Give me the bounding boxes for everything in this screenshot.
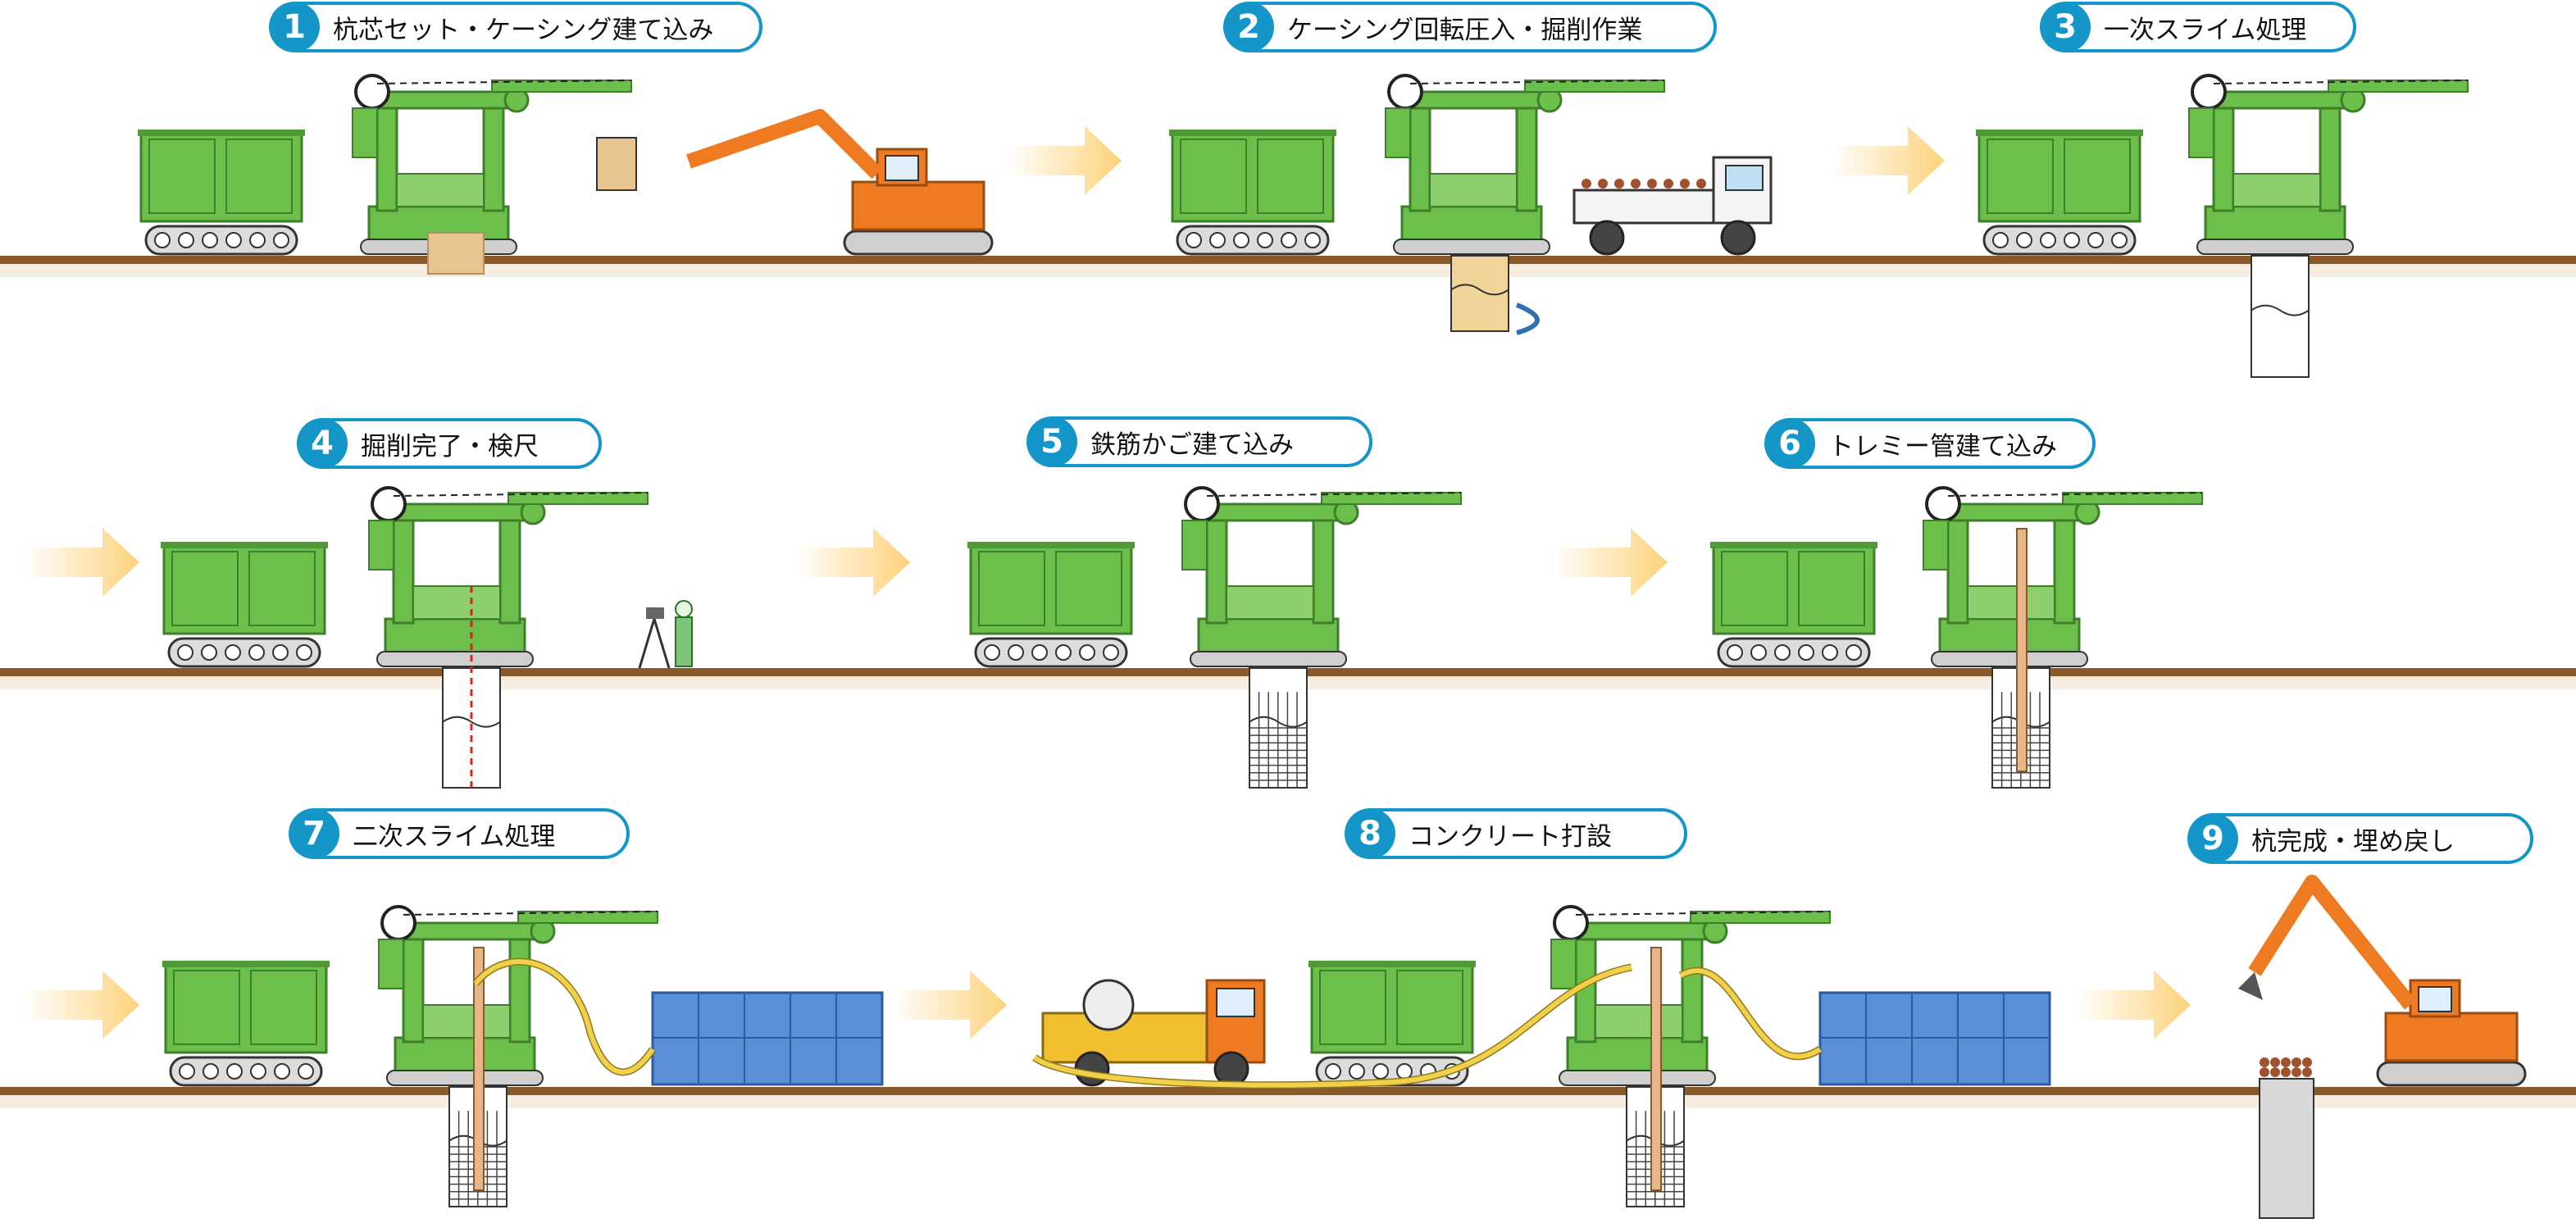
- casing-5: [1249, 667, 1308, 789]
- casing-rig-8: [1550, 905, 1831, 1086]
- excavator-9: [2238, 875, 2527, 1087]
- step-9-number: 9: [2187, 813, 2238, 864]
- backfill-soil: [2292, 1067, 2301, 1077]
- casing-rig-6: [1923, 486, 2203, 667]
- backfill-soil: [2302, 1057, 2312, 1067]
- surveyor: [638, 600, 693, 669]
- flow-arrow-1: [1007, 126, 1122, 195]
- flow-arrow-2: [1830, 126, 1945, 195]
- dump-truck: [1572, 156, 1773, 256]
- casing-8: [1626, 947, 1685, 1207]
- casing-4: [442, 586, 501, 789]
- casing-3: [2251, 255, 2310, 378]
- step-8-text: コンクリート打設: [1409, 821, 1612, 852]
- casing-rig-7: [378, 905, 658, 1086]
- step-4-text: 掘削完了・検尺: [361, 431, 539, 461]
- backfill-soil: [2260, 1067, 2269, 1077]
- casing-6: [1991, 528, 2050, 789]
- step-5-number: 5: [1026, 416, 1077, 467]
- power-unit-8: [1308, 961, 1476, 1087]
- backfill-soil: [2281, 1057, 2291, 1067]
- backfill-soil: [2270, 1057, 2280, 1067]
- slurry-hose-7: [472, 957, 656, 1076]
- power-unit-4: [161, 542, 328, 668]
- step-1-number: 1: [269, 2, 320, 52]
- step-3-label: 3 一次スライム処理: [2040, 2, 2356, 52]
- step-3-text: 一次スライム処理: [2104, 15, 2307, 45]
- flow-arrow-3: [25, 528, 139, 597]
- flow-arrow-5: [1553, 528, 1668, 597]
- step-2-label: 2 ケーシング回転圧入・掘削作業: [1223, 2, 1717, 52]
- power-unit-3: [1976, 130, 2143, 256]
- ground-line-row-1: [0, 256, 2576, 277]
- rotation-arrow-icon: [1515, 302, 1540, 335]
- step-6-label: 6 トレミー管建て込み: [1764, 418, 2096, 469]
- step-8-label: 8 コンクリート打設: [1345, 808, 1687, 859]
- ground-line-row-3: [0, 1087, 2576, 1108]
- completed-pile: [2259, 1078, 2314, 1219]
- power-unit-1: [138, 130, 305, 256]
- backfill-soil: [2292, 1057, 2301, 1067]
- flow-arrow-4: [795, 528, 910, 597]
- step-7-label: 7 二次スライム処理: [289, 808, 630, 859]
- flow-arrow-6: [25, 971, 139, 1039]
- casing-rig-2: [1385, 74, 1665, 255]
- casing-2: [1450, 255, 1509, 332]
- casing-segment-held: [596, 137, 637, 191]
- casing-rig-3: [2188, 74, 2469, 255]
- step-6-text: トレミー管建て込み: [1828, 431, 2057, 461]
- concrete-hose-8: [1032, 963, 1632, 1089]
- flow-arrow-8: [2076, 971, 2191, 1039]
- step-7-text: 二次スライム処理: [353, 821, 556, 852]
- backfill-soil: [2270, 1067, 2280, 1077]
- step-3-number: 3: [2040, 2, 2091, 52]
- step-1-label: 1 杭芯セット・ケーシング建て込み: [269, 2, 762, 52]
- step-7-number: 7: [289, 808, 339, 859]
- water-tank-1: [651, 991, 884, 1086]
- power-unit-7: [162, 961, 330, 1087]
- step-5-label: 5 鉄筋かご建て込み: [1026, 416, 1372, 467]
- flow-arrow-7: [892, 971, 1007, 1039]
- backfill-soil: [2281, 1067, 2291, 1077]
- step-4-number: 4: [297, 418, 348, 469]
- concrete-pump-truck: [1041, 979, 1266, 1087]
- step-8-number: 8: [1345, 808, 1395, 859]
- excavator-1: [686, 109, 994, 256]
- backfill-soil: [2302, 1067, 2312, 1077]
- casing-7: [448, 947, 507, 1207]
- step-2-number: 2: [1223, 2, 1274, 52]
- casing-rig-1: [352, 74, 632, 255]
- casing-insert-1: [427, 232, 485, 275]
- slurry-hose-8: [1678, 966, 1823, 1061]
- step-1-text: 杭芯セット・ケーシング建て込み: [333, 15, 714, 45]
- step-9-text: 杭完成・埋め戻し: [2251, 826, 2455, 857]
- step-2-text: ケーシング回転圧入・掘削作業: [1287, 15, 1643, 45]
- step-9-label: 9 杭完成・埋め戻し: [2187, 813, 2533, 864]
- step-6-number: 6: [1764, 418, 1815, 469]
- casing-rig-4: [368, 486, 649, 667]
- power-unit-2: [1169, 130, 1336, 256]
- power-unit-5: [967, 542, 1135, 668]
- backfill-soil: [2260, 1057, 2269, 1067]
- step-4-label: 4 掘削完了・検尺: [297, 418, 602, 469]
- power-unit-6: [1710, 542, 1877, 668]
- casing-rig-5: [1181, 486, 1462, 667]
- water-tank-2: [1818, 991, 2051, 1086]
- step-5-text: 鉄筋かご建て込み: [1090, 430, 1294, 460]
